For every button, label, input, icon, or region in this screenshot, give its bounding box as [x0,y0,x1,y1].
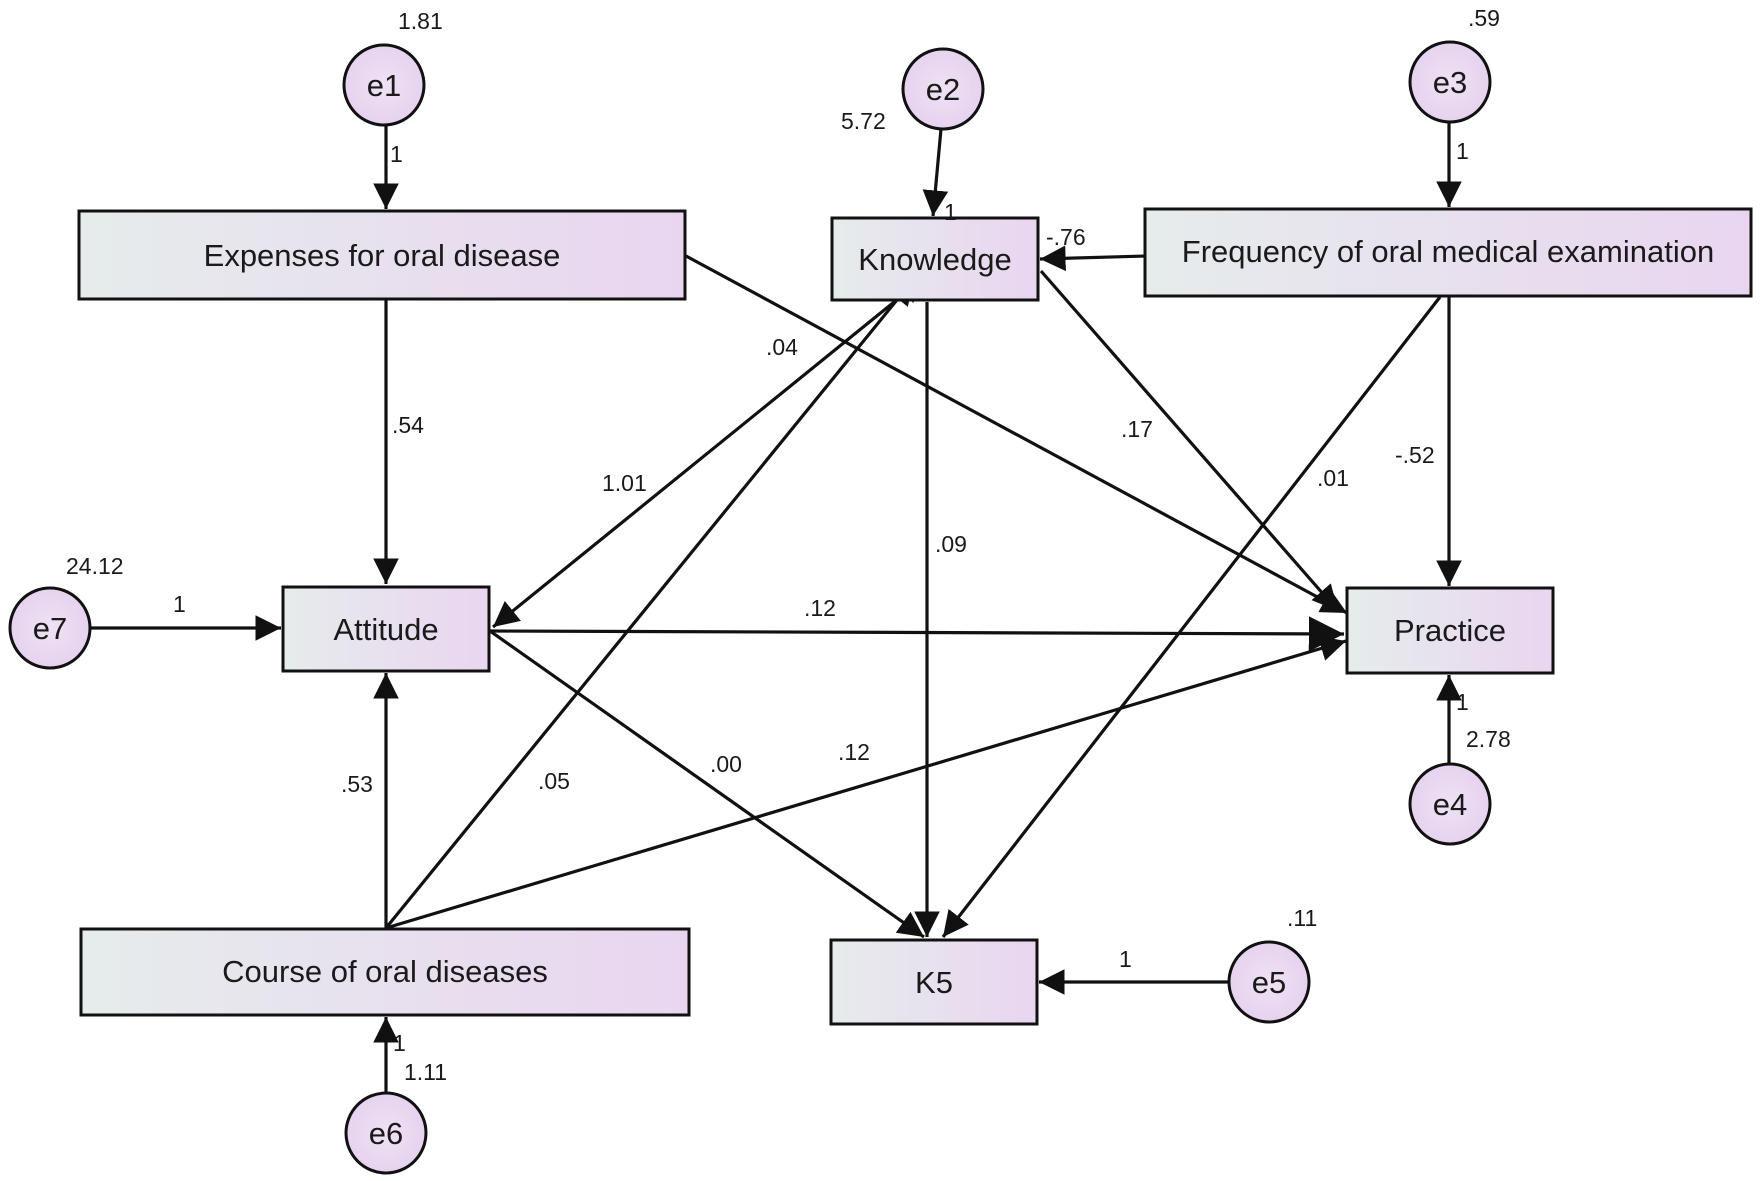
path-attitude-k5 [489,629,925,939]
error-e2: e2 [901,47,985,131]
variance-e3: .59 [1468,5,1500,31]
path-e2-knowledge [922,128,949,217]
error-e4-label: e4 [1433,787,1467,822]
coef-course-knowledge: .05 [538,768,570,794]
error-e6-label: e6 [369,1116,403,1151]
node-practice: Practice [1345,586,1555,675]
error-e3: e3 [1408,40,1492,124]
error-e5: e5 [1227,940,1311,1024]
coef-knowledge-practice: .17 [1121,416,1153,442]
coef-frequency-knowledge: -.76 [1046,224,1086,250]
path-knowledge-practice [1039,269,1340,613]
error-e4: e4 [1408,762,1492,846]
coef-frequency-k5: .01 [1317,465,1349,491]
coef-attitude-k5: .00 [710,751,742,777]
coef-expenses-practice: .04 [766,334,798,360]
path-frequency-knowledge [1039,245,1147,272]
node-frequency-label: Frequency of oral medical examination [1182,234,1714,269]
coef-knowledge-k5: .09 [935,531,967,557]
path-frequency-k5 [941,296,1442,938]
path-course-knowledge [384,277,916,930]
loading-e6: 1 [393,1030,406,1056]
node-course-label: Course of oral diseases [222,954,548,989]
node-practice-label: Practice [1394,613,1506,648]
variance-e6: 1.11 [404,1059,447,1085]
loading-e1: 1 [390,141,403,167]
node-expenses: Expenses for oral disease [77,209,687,301]
variance-e7: 24.12 [66,553,124,579]
error-e7: e7 [8,586,92,670]
coef-course-attitude: .53 [341,771,373,797]
variance-e4: 2.78 [1466,726,1511,752]
error-e5-label: e5 [1252,965,1286,1000]
variance-e2: 5.72 [841,108,886,134]
node-course: Course of oral diseases [79,927,691,1017]
loading-e5: 1 [1119,946,1132,972]
coef-expenses-attitude: .54 [392,412,424,438]
node-expenses-label: Expenses for oral disease [204,238,561,273]
error-e3-label: e3 [1433,65,1467,100]
node-knowledge: Knowledge [830,216,1040,302]
path-knowledge-attitude [491,275,927,629]
error-e1-label: e1 [367,68,401,103]
loading-e7: 1 [173,591,186,617]
path-attitude-practice [489,616,1345,652]
node-attitude-label: Attitude [333,612,438,647]
path-course-practice [385,636,1347,930]
path-expenses-practice [685,254,1348,615]
loading-e2: 1 [944,199,957,225]
error-e7-label: e7 [33,611,67,646]
error-e6: e6 [344,1091,428,1175]
loading-e3: 1 [1456,138,1469,164]
error-e2-label: e2 [926,72,960,107]
node-k5-label: K5 [915,965,953,1000]
node-k5: K5 [829,938,1039,1026]
node-attitude: Attitude [281,585,491,673]
variance-e1: 1.81 [398,8,443,34]
node-knowledge-label: Knowledge [858,242,1011,277]
variance-e5: .11 [1287,905,1317,931]
loading-e4: 1 [1456,689,1469,715]
coef-attitude-practice: .12 [804,595,836,621]
coef-knowledge-attitude: 1.01 [602,470,647,496]
coef-frequency-practice: -.52 [1395,442,1435,468]
error-e1: e1 [342,43,426,127]
node-frequency: Frequency of oral medical examination [1143,207,1753,298]
coef-course-practice: .12 [838,739,870,765]
